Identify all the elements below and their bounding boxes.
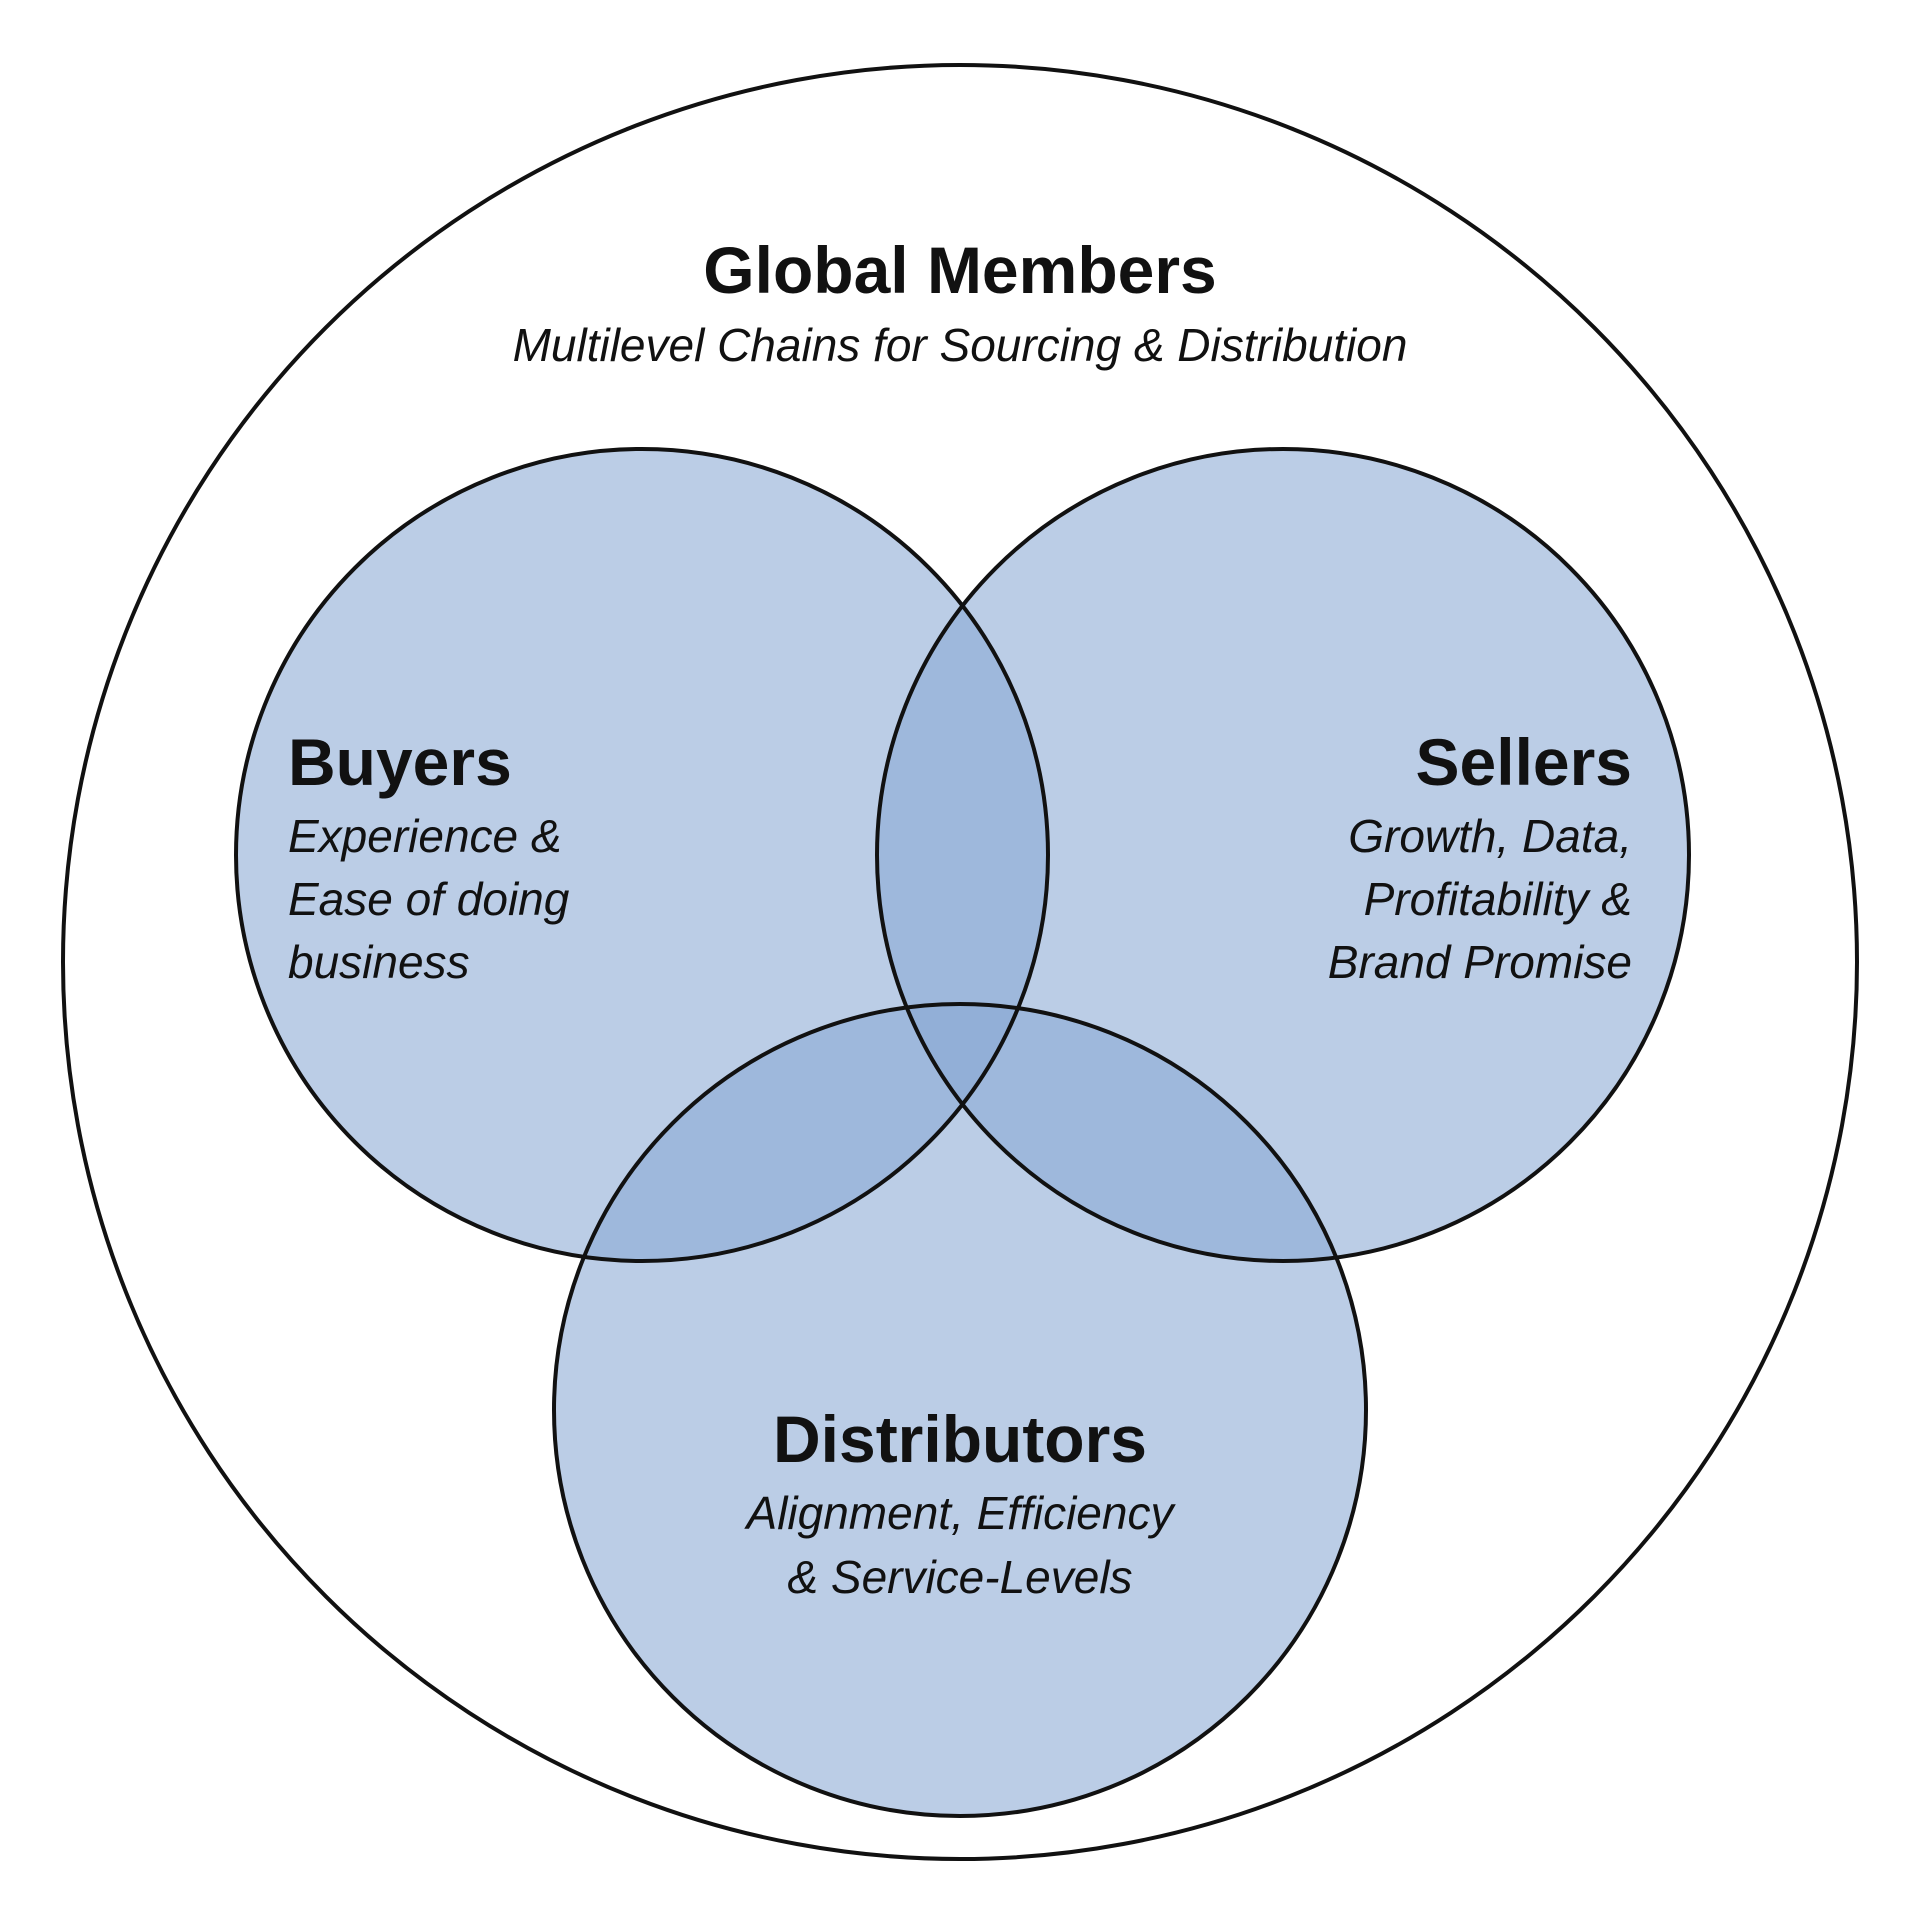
- sellers-line-2: Profitability &: [1364, 873, 1632, 925]
- buyers-line-3: business: [288, 936, 470, 988]
- distributors-circle-outline: [552, 1002, 1368, 1818]
- buyers-line-2: Ease of doing: [288, 873, 570, 925]
- distributors-title: Distributors: [773, 1402, 1147, 1476]
- sellers-title: Sellers: [1416, 725, 1633, 799]
- outer-subtitle: Multilevel Chains for Sourcing & Distrib…: [513, 319, 1408, 371]
- buyers-circle-outline: [234, 447, 1050, 1263]
- distributors-line-2: & Service-Levels: [787, 1551, 1132, 1603]
- sellers-line-3: Brand Promise: [1328, 936, 1632, 988]
- buyers-title: Buyers: [288, 725, 512, 799]
- distributors-line-1: Alignment, Efficiency: [744, 1487, 1177, 1539]
- distributors-circle: [554, 1004, 1366, 1816]
- sellers-line-1: Growth, Data,: [1348, 810, 1632, 862]
- sellers-circle-outline: [875, 447, 1691, 1263]
- outer-title: Global Members: [703, 233, 1216, 307]
- buyers-line-1: Experience &: [288, 810, 562, 862]
